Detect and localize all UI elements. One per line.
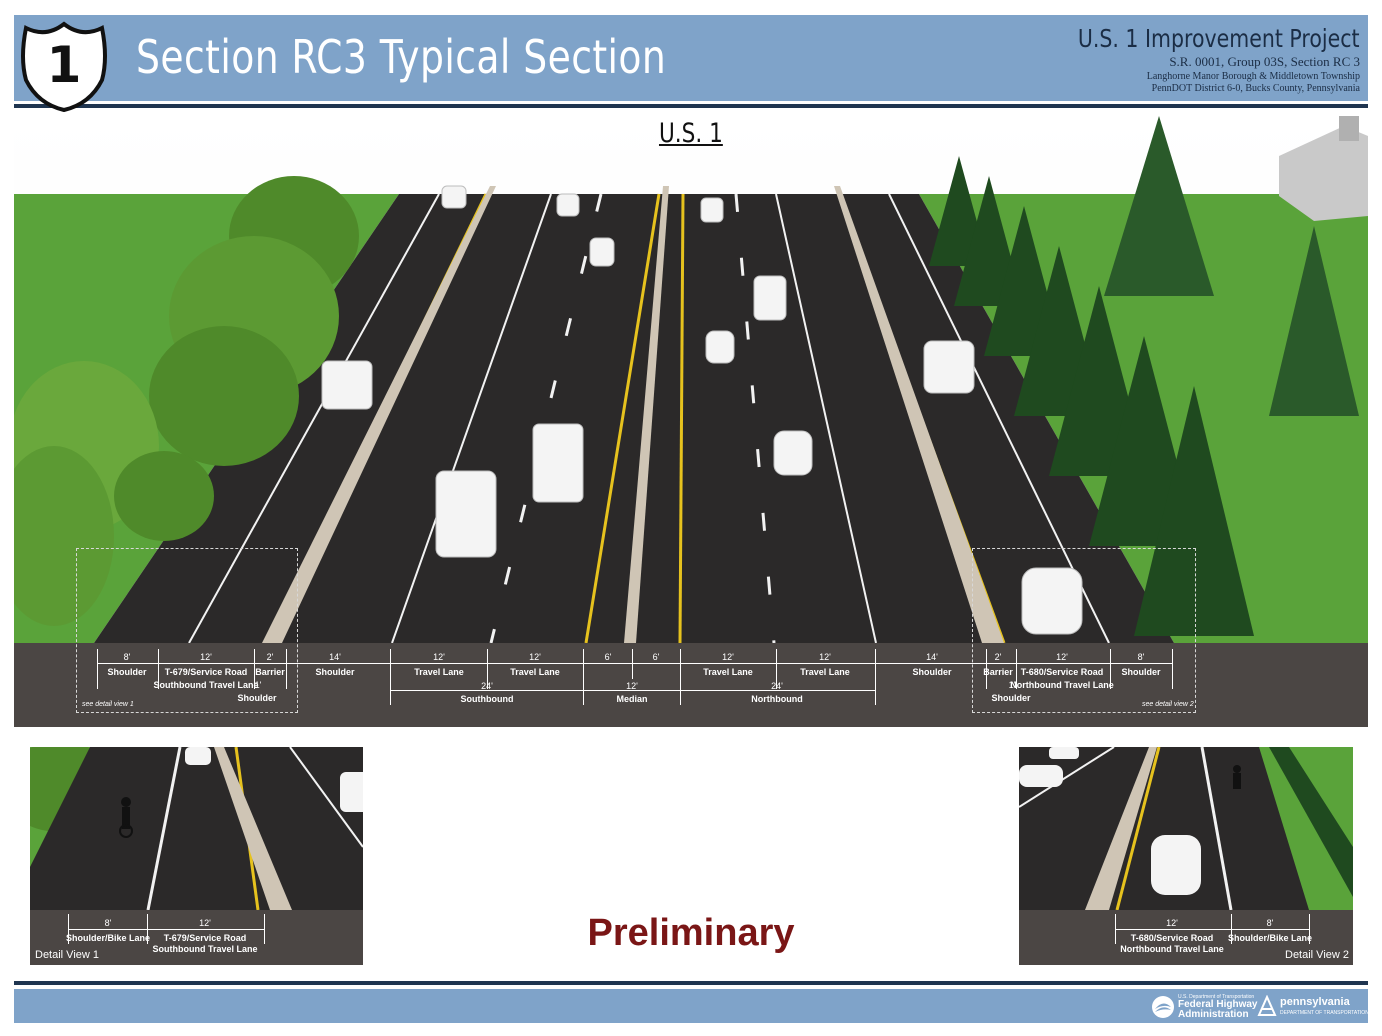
- d1-shoulder-width: 8': [104, 918, 112, 928]
- dim-shoulder-left-width: 8': [123, 652, 131, 662]
- project-route-info: S.R. 0001, Group 03S, Section RC 3: [1169, 54, 1360, 69]
- dim-nb-lane1-label: Travel Lane: [703, 667, 753, 677]
- detail-view-2-panel: 12' T-680/Service Road Northbound Travel…: [1019, 747, 1353, 965]
- shield-number: 1: [47, 36, 82, 94]
- dim-median-total-width: 12': [626, 681, 638, 691]
- fhwa-line1: Federal Highway: [1178, 999, 1258, 1010]
- page-title: Section RC3 Typical Section: [136, 30, 667, 84]
- dim-service-right-width: 12': [1056, 652, 1068, 662]
- dim-barrier-left-width: 2': [266, 652, 274, 662]
- detail-view-1-caption: Detail View 1: [35, 949, 99, 961]
- header-banner: [14, 15, 1368, 101]
- d2-service-label1: T-680/Service Road: [1130, 933, 1214, 943]
- left-trees: [14, 176, 359, 626]
- d2-service-width: 12': [1166, 918, 1178, 928]
- right-trees: [929, 116, 1359, 636]
- project-title: U.S. 1 Improvement Project: [1078, 24, 1360, 53]
- see-detail-1-note: see detail view 1: [82, 701, 134, 708]
- footer-rule: [14, 981, 1368, 985]
- dim-sb-shoulder-width: 14': [329, 652, 341, 662]
- dimension-line-top: [97, 663, 1172, 664]
- detail-view-1-box: [76, 548, 298, 713]
- d2-service-label2: Northbound Travel Lane: [1120, 944, 1224, 954]
- right-barrier: [834, 186, 1004, 643]
- penn-small-text: DEPARTMENT OF TRANSPORTATION: [1280, 1010, 1369, 1016]
- dim-service-right-label2: Northbound Travel Lane: [1010, 680, 1114, 690]
- dim-shoulder-small-left-width: 1': [254, 680, 262, 690]
- us-route-shield-icon: 1: [21, 21, 107, 113]
- dim-sb-shoulder-label: Shoulder: [315, 667, 355, 677]
- d2-shoulder-width: 8': [1266, 918, 1274, 928]
- dim-sb-lane1-label: Travel Lane: [414, 667, 464, 677]
- detail-view-2-caption: Detail View 2: [1285, 949, 1349, 961]
- dim-shoulder-left-label: Shoulder: [107, 667, 147, 677]
- dim-service-left-label1: T-679/Service Road: [164, 667, 248, 677]
- left-barrier: [262, 186, 496, 643]
- dim-barrier-right-label: Barrier: [983, 667, 1013, 677]
- dim-service-right-label1: T-680/Service Road: [1020, 667, 1104, 677]
- dim-shoulder-right-width: 8': [1137, 652, 1145, 662]
- dim-median-label: Median: [616, 694, 648, 704]
- preliminary-stamp: Preliminary: [587, 912, 795, 954]
- fhwa-line2: Administration: [1178, 1009, 1249, 1020]
- dim-nb-lane2-width: 12': [819, 652, 831, 662]
- dim-sb-lane2-width: 12': [529, 652, 541, 662]
- dim-nb-total-width: 24': [771, 681, 783, 691]
- footer-banner: U.S. Department of Transportation Federa…: [14, 989, 1369, 1023]
- d2-shoulder-label: Shoulder/Bike Lane: [1227, 933, 1313, 943]
- dim-median-right-width: 6': [652, 652, 660, 662]
- dim-barrier-left-label: Barrier: [255, 667, 285, 677]
- penn-name: pennsylvania: [1280, 996, 1350, 1008]
- route-label: U.S. 1: [659, 118, 723, 149]
- median-barrier: [624, 186, 669, 643]
- dim-service-left-label2: Southbound Travel Lane: [153, 680, 259, 690]
- dim-nb-lane2-label: Travel Lane: [800, 667, 850, 677]
- dim-nb-shoulder-label: Shoulder: [912, 667, 952, 677]
- see-detail-2-note: see detail view 2: [1142, 701, 1194, 708]
- d1-service-label1: T-679/Service Road: [163, 933, 247, 943]
- d1-service-width: 12': [199, 918, 211, 928]
- dim-nb-shoulder-width: 14': [926, 652, 938, 662]
- d1-service-label2: Southbound Travel Lane: [152, 944, 258, 954]
- roadway-surface: [94, 194, 1174, 643]
- house: [1279, 116, 1368, 221]
- fhwa-logo-icon: [1152, 996, 1174, 1018]
- dim-service-left-width: 12': [200, 652, 212, 662]
- roadway-rendering: [14, 116, 1368, 727]
- dim-sb-lane1-width: 12': [433, 652, 445, 662]
- fhwa-small-text: U.S. Department of Transportation: [1178, 994, 1255, 1000]
- project-district: PennDOT District 6-0, Bucks County, Penn…: [1151, 83, 1360, 94]
- dim-sb-lane2-label: Travel Lane: [510, 667, 560, 677]
- dim-shoulder-small-right-width: 1': [1008, 680, 1016, 690]
- dim-shoulder-right-label: Shoulder: [1121, 667, 1161, 677]
- detail-view-1-panel: 8' Shoulder/Bike Lane 12' T-679/Service …: [30, 747, 363, 965]
- dim-nb-lane1-width: 12': [722, 652, 734, 662]
- detail-view-2-box: [972, 548, 1196, 713]
- dim-shoulder-small-right-label: Shoulder: [991, 693, 1031, 703]
- dim-shoulder-small-left-label: Shoulder: [237, 693, 277, 703]
- project-municipality: Langhorne Manor Borough & Middletown Tow…: [1146, 71, 1360, 82]
- dim-sb-total-width: 24': [481, 681, 493, 691]
- dim-sb-total-label: Southbound: [460, 694, 514, 704]
- dim-nb-total-label: Northbound: [751, 694, 803, 704]
- header-rule: [14, 104, 1368, 108]
- dimension-line-bottom: [390, 690, 875, 691]
- penndot-logo-icon: [1257, 995, 1277, 1016]
- dimension-strip: [14, 643, 1368, 727]
- dim-barrier-right-width: 2': [994, 652, 1002, 662]
- d1-shoulder-label: Shoulder/Bike Lane: [65, 933, 151, 943]
- vehicles: [321, 185, 1083, 635]
- dim-median-left-width: 6': [604, 652, 612, 662]
